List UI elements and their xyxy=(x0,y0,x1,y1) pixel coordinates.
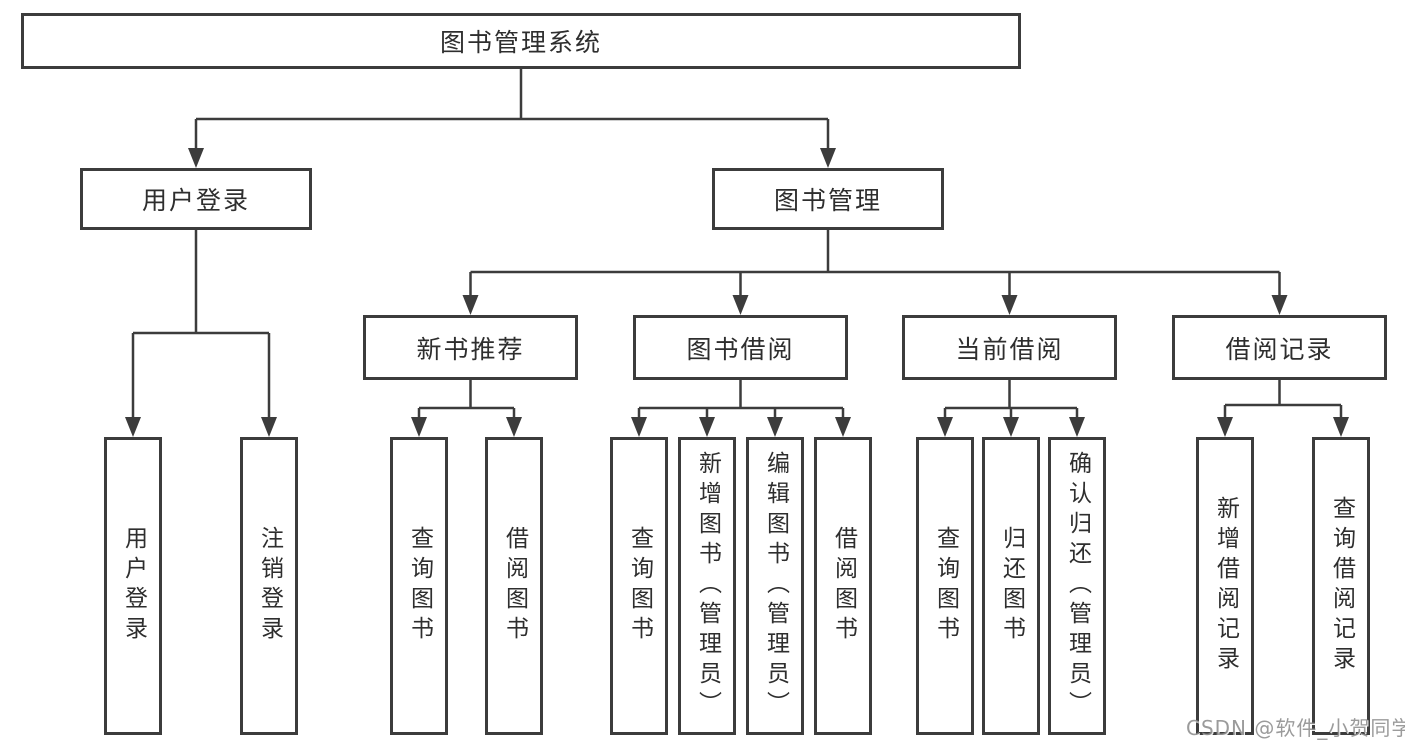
leaf-query-books-2: 查询图书 xyxy=(610,437,668,735)
connector-current-borrow xyxy=(943,380,1079,419)
connector-book-management xyxy=(469,230,1281,297)
leaf-add-books-admin: 新增图书（管理员） xyxy=(678,437,736,735)
connector-root xyxy=(194,68,830,150)
connector-book-borrow xyxy=(637,380,845,419)
node-label: 用户登录 xyxy=(141,186,250,215)
leaf-query-borrow-record: 查询借阅记录 xyxy=(1312,437,1370,735)
node-label: 借阅记录 xyxy=(1225,334,1334,364)
leaf-confirm-return-admin: 确认归还（管理员） xyxy=(1048,437,1106,735)
node-borrow-records: 借阅记录 xyxy=(1172,315,1387,380)
node-current-borrow: 当前借阅 xyxy=(902,315,1117,380)
node-label: 查询图书 xyxy=(932,526,959,646)
node-label: 新增借阅记录 xyxy=(1212,496,1239,676)
node-new-book-recommend: 新书推荐 xyxy=(363,315,578,380)
connector-borrow-records xyxy=(1223,380,1343,419)
leaf-borrow-books-1: 借阅图书 xyxy=(485,437,543,735)
node-root: 图书管理系统 xyxy=(21,13,1021,69)
node-label: 注销登录 xyxy=(256,526,283,646)
node-label: 当前借阅 xyxy=(955,334,1064,364)
leaf-user-login: 用户登录 xyxy=(104,437,162,735)
node-label: 借阅图书 xyxy=(501,526,528,646)
leaf-return-books: 归还图书 xyxy=(982,437,1040,735)
node-label: 查询图书 xyxy=(626,526,653,646)
leaf-edit-books-admin: 编辑图书（管理员） xyxy=(746,437,804,735)
node-label: 新书推荐 xyxy=(416,334,525,364)
leaf-logout: 注销登录 xyxy=(240,437,298,735)
node-label: 图书管理系统 xyxy=(439,28,602,57)
connector-new-book-recommend xyxy=(417,380,516,419)
leaf-query-books-1: 查询图书 xyxy=(390,437,448,735)
node-label: 查询借阅记录 xyxy=(1328,496,1355,676)
node-label: 查询图书 xyxy=(406,526,433,646)
node-label: 图书借阅 xyxy=(686,334,795,364)
node-book-borrow: 图书借阅 xyxy=(633,315,848,380)
node-label: 确认归还（管理员） xyxy=(1064,451,1091,721)
leaf-borrow-books-2: 借阅图书 xyxy=(814,437,872,735)
node-user-login: 用户登录 xyxy=(80,168,312,230)
leaf-query-books-3: 查询图书 xyxy=(916,437,974,735)
node-label: 用户登录 xyxy=(120,526,147,646)
arrowheads xyxy=(125,148,1349,437)
node-label: 编辑图书（管理员） xyxy=(762,451,789,721)
node-book-management: 图书管理 xyxy=(712,168,944,230)
node-label: 归还图书 xyxy=(998,526,1025,646)
leaf-add-borrow-record: 新增借阅记录 xyxy=(1196,437,1254,735)
watermark: CSDN @软件_小贺同学 xyxy=(1186,716,1405,740)
connector-user-login xyxy=(131,230,271,419)
node-label: 借阅图书 xyxy=(830,526,857,646)
node-label: 新增图书（管理员） xyxy=(694,451,721,721)
node-label: 图书管理 xyxy=(773,186,882,215)
